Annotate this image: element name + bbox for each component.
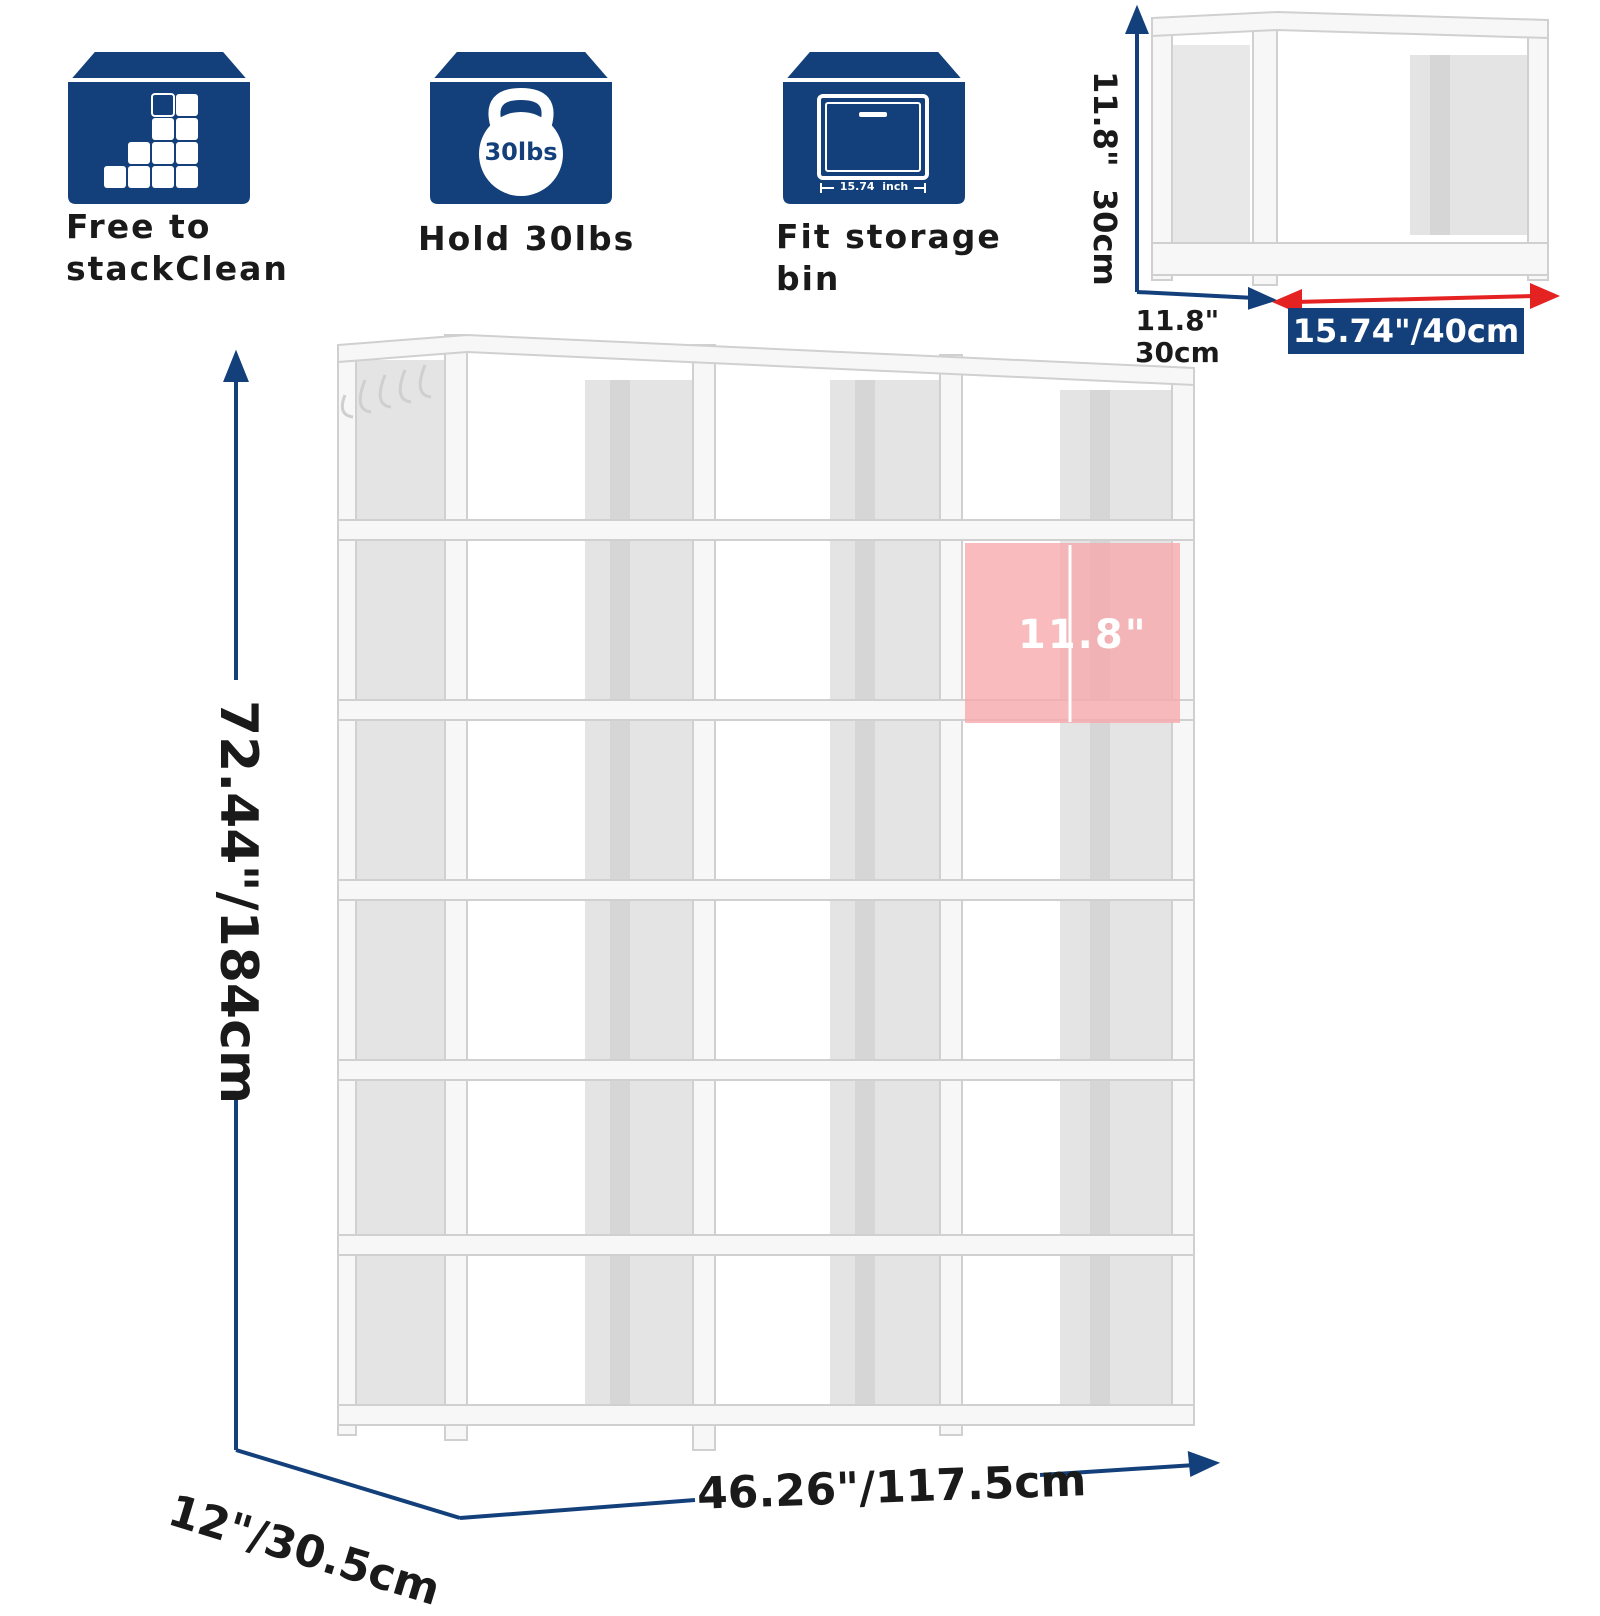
stack-blocks-icon bbox=[66, 48, 252, 204]
feature-weight-label: Hold 30lbs bbox=[418, 218, 635, 260]
unit-height-label: 11.8" 30cm bbox=[1086, 71, 1124, 286]
feature-bin-label: Fit storage bin bbox=[776, 216, 1002, 300]
unit-depth-line1: 11.8" bbox=[1135, 304, 1220, 337]
height-label: 72.44"/184cm bbox=[208, 700, 268, 1105]
feature-stackable-line1: Free to bbox=[66, 207, 212, 246]
highlighted-cube bbox=[965, 543, 1180, 723]
cube-shelf bbox=[337, 333, 1195, 1451]
cube-height-label: 11.8" bbox=[1018, 612, 1148, 658]
unit-depth-arrow bbox=[1136, 286, 1278, 310]
feature-bin: 15.74 inch bbox=[779, 46, 969, 206]
feature-stackable bbox=[64, 46, 254, 206]
bin-width-text: 15.74 inch bbox=[834, 180, 914, 193]
unit-depth-label: 11.8" 30cm bbox=[1135, 305, 1220, 369]
unit-width-badge: 15.74"/40cm bbox=[1288, 308, 1524, 354]
feature-weight-line1: Hold 30lbs bbox=[418, 219, 636, 258]
unit-depth-line2: 30cm bbox=[1135, 336, 1220, 369]
feature-stackable-label: Free to stackClean bbox=[66, 206, 289, 290]
feature-weight: 30lbs bbox=[426, 46, 616, 206]
kettlebell-icon bbox=[428, 48, 614, 204]
single-unit bbox=[1151, 10, 1549, 286]
feature-bin-line1: Fit storage bbox=[776, 217, 1002, 256]
feature-bin-line2: bin bbox=[776, 259, 841, 298]
width-arrow bbox=[459, 1451, 1221, 1520]
kettlebell-weight-text: 30lbs bbox=[484, 138, 558, 166]
height-arrow bbox=[223, 349, 249, 1450]
unit-height-arrow bbox=[1125, 4, 1149, 292]
feature-stackable-line2: stackClean bbox=[66, 249, 289, 288]
unit-width-arrow bbox=[1271, 282, 1561, 316]
depth-arrow bbox=[235, 1448, 461, 1520]
